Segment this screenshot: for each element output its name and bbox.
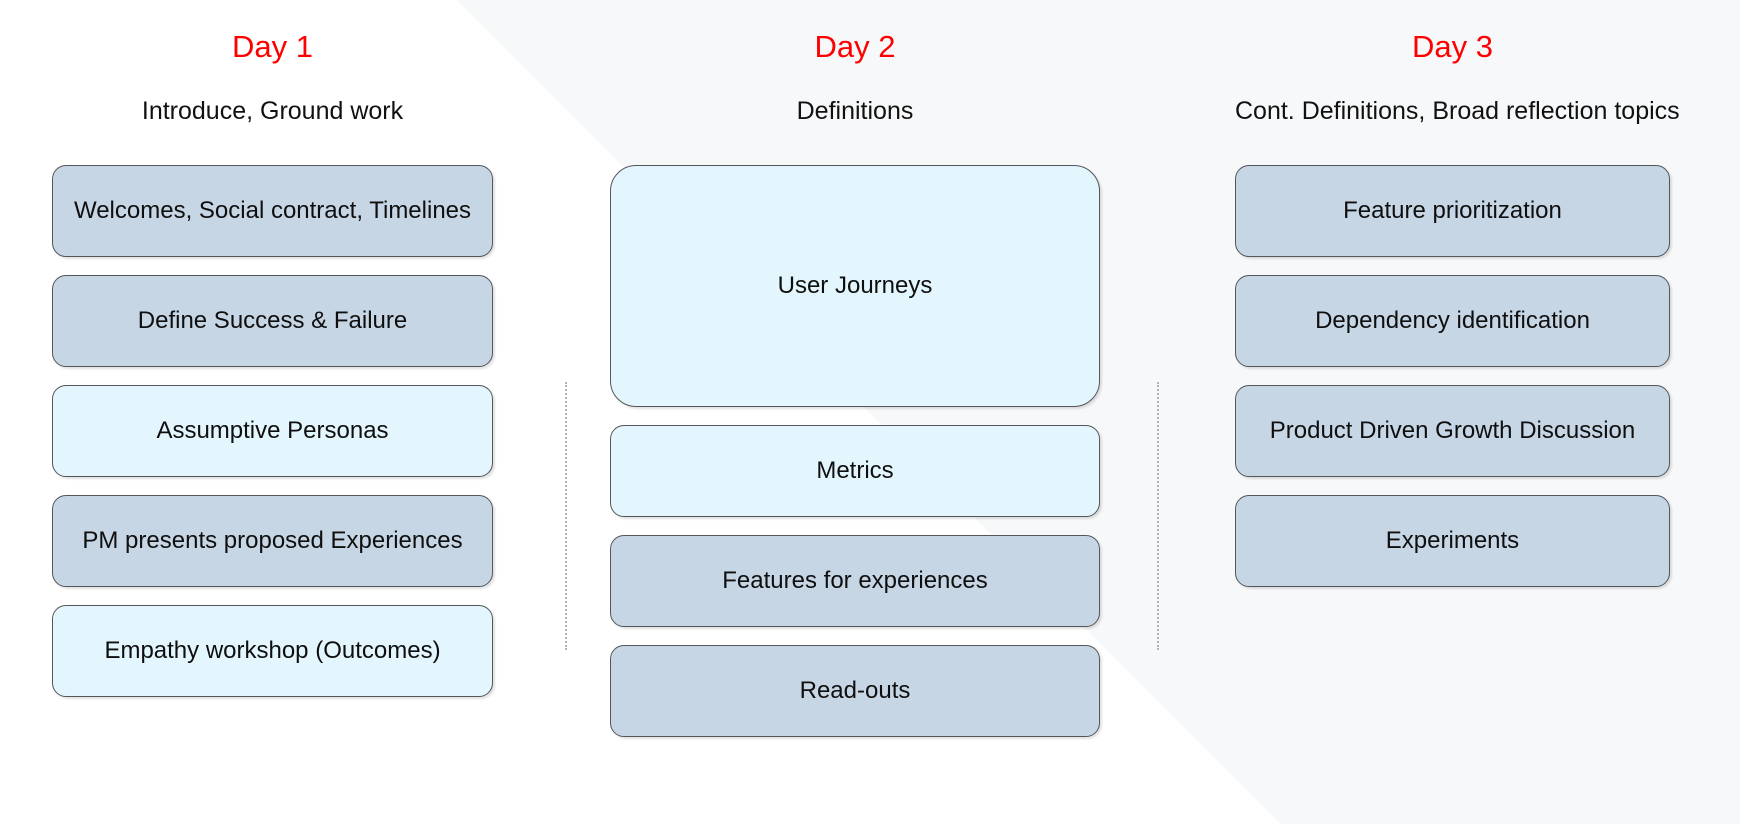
activity-box[interactable]: Product Driven Growth Discussion	[1235, 385, 1670, 477]
day-title-3: Day 3	[1412, 29, 1493, 64]
activity-list-3: Feature prioritization Dependency identi…	[1235, 165, 1670, 587]
day-column-2: Day 2 Definitions User Journeys Metrics …	[545, 0, 1165, 737]
activity-box[interactable]: User Journeys	[610, 165, 1100, 407]
activity-box[interactable]: Feature prioritization	[1235, 165, 1670, 257]
column-divider-2	[1157, 382, 1159, 650]
activity-box[interactable]: Metrics	[610, 425, 1100, 517]
activity-box[interactable]: Assumptive Personas	[52, 385, 493, 477]
day-column-1: Day 1 Introduce, Ground work Welcomes, S…	[0, 0, 545, 697]
activity-box[interactable]: Read-outs	[610, 645, 1100, 737]
day-title-1: Day 1	[232, 29, 313, 64]
activity-box[interactable]: Empathy workshop (Outcomes)	[52, 605, 493, 697]
day-subtitle-1: Introduce, Ground work	[141, 97, 404, 125]
activity-box[interactable]: Experiments	[1235, 495, 1670, 587]
column-divider-1	[565, 382, 567, 650]
activity-box[interactable]: Welcomes, Social contract, Timelines	[52, 165, 493, 257]
day-subtitle-3: Cont. Definitions, Broad reflection topi…	[1235, 97, 1680, 125]
activity-box[interactable]: PM presents proposed Experiences	[52, 495, 493, 587]
day-subtitle-2: Definitions	[796, 97, 914, 125]
day-title-2: Day 2	[814, 29, 896, 64]
activity-box[interactable]: Features for experiences	[610, 535, 1100, 627]
activity-list-2: User Journeys Metrics Features for exper…	[610, 165, 1100, 737]
activity-box[interactable]: Dependency identification	[1235, 275, 1670, 367]
activity-box[interactable]: Define Success & Failure	[52, 275, 493, 367]
day-column-3: Day 3 Cont. Definitions, Broad reflectio…	[1165, 0, 1740, 587]
activity-list-1: Welcomes, Social contract, Timelines Def…	[52, 165, 493, 697]
